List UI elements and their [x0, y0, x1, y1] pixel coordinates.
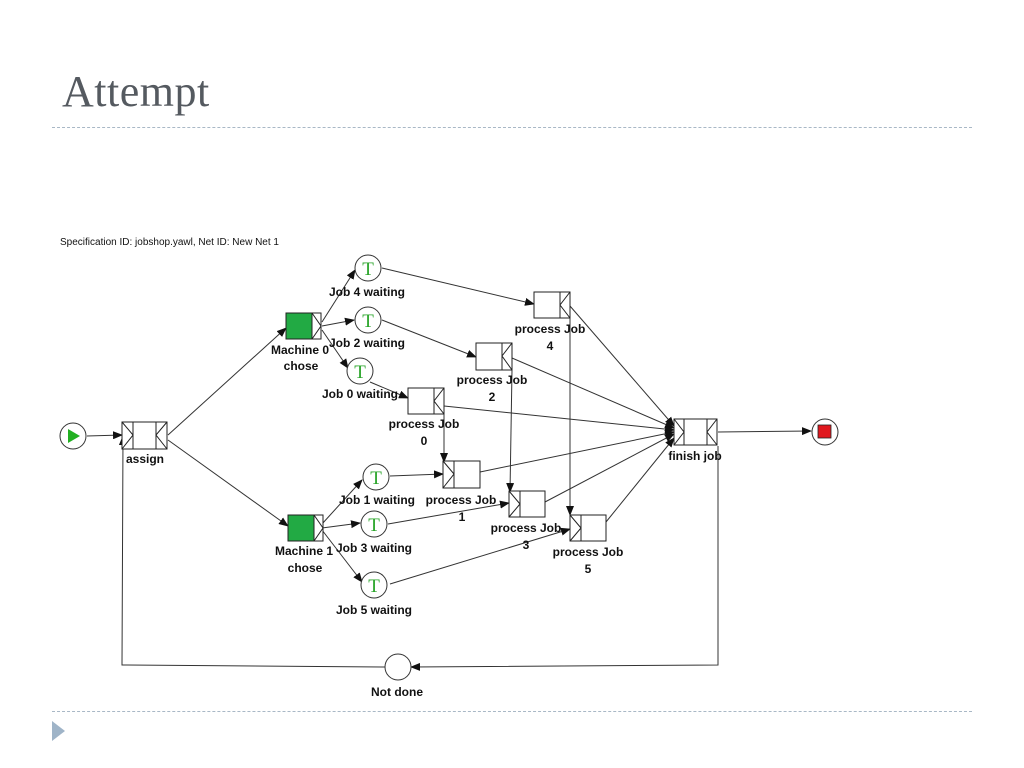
condition-label: Job 4 waiting	[329, 285, 405, 299]
task-label-line1: process Job	[491, 521, 562, 535]
arc-process5-finish	[605, 437, 675, 523]
timer-icon: T	[368, 515, 380, 536]
arcs	[86, 267, 812, 671]
task-label-line2: 5	[585, 562, 592, 576]
task-label: assign	[126, 452, 164, 466]
arc-machine1-job3	[321, 520, 361, 529]
task-process-job-5[interactable]: process Job 5	[553, 514, 624, 576]
arc-job5-process5	[389, 527, 571, 585]
arc-notdone-assign	[118, 435, 386, 668]
arc-machine1-job1	[321, 479, 363, 525]
condition-job2-waiting[interactable]: T Job 2 waiting	[329, 306, 405, 350]
play-icon	[68, 429, 80, 443]
timer-icon: T	[362, 311, 374, 332]
task-label: finish job	[668, 449, 721, 463]
task-label-line2: 3	[523, 538, 530, 552]
timer-icon: T	[362, 259, 374, 280]
task-process-job-2[interactable]: process Job 2	[457, 342, 528, 404]
task-process-job-1[interactable]: process Job 1	[426, 460, 497, 524]
task-process-job-0[interactable]: process Job 0	[389, 387, 460, 448]
task-process-job-4[interactable]: process Job 4	[515, 291, 586, 353]
arc-finish-end	[717, 427, 812, 436]
task-label-line1: process Job	[389, 417, 460, 431]
task-finish-job[interactable]: finish job	[668, 418, 722, 463]
task-label-line1: process Job	[515, 322, 586, 336]
arc-machine0-job0	[321, 329, 349, 369]
task-label-line2: 2	[489, 390, 496, 404]
condition-label: Job 3 waiting	[336, 541, 412, 555]
task-label-line1: process Job	[553, 545, 624, 559]
task-label-line1: process Job	[426, 493, 497, 507]
task-label-line2: chose	[284, 359, 319, 373]
task-label-line2: 0	[421, 434, 428, 448]
task-label-line1: process Job	[457, 373, 528, 387]
arc-process4-finish	[569, 305, 675, 427]
arc-finish-notdone	[410, 446, 719, 671]
title-divider	[52, 127, 972, 128]
spec-caption: Specification ID: jobshop.yawl, Net ID: …	[60, 237, 279, 248]
condition-label: Job 0 waiting	[322, 387, 398, 401]
timer-icon: T	[368, 576, 380, 597]
task-machine1-chose[interactable]: Machine 1 chose	[275, 514, 333, 575]
condition-label: Job 5 waiting	[336, 603, 412, 617]
timer-icon: T	[370, 468, 382, 489]
condition-job5-waiting[interactable]: T Job 5 waiting	[336, 571, 412, 617]
arc-machine1-job5	[321, 529, 363, 583]
arc-machine0-job2	[321, 317, 355, 327]
arc-process1-finish	[479, 429, 675, 473]
arc-job4-process4	[381, 267, 535, 306]
arc-job2-process2	[381, 319, 477, 358]
arc-process2-process3	[506, 369, 515, 493]
task-label-line1: Machine 1	[275, 544, 333, 558]
condition-label: Job 2 waiting	[329, 336, 405, 350]
arc-start-assign	[86, 431, 123, 440]
end-condition[interactable]	[811, 418, 839, 446]
condition-job1-waiting[interactable]: T Job 1 waiting	[339, 463, 415, 507]
task-label-line1: Machine 0	[271, 343, 329, 357]
arc-job1-process1	[389, 470, 444, 479]
arc-assign-machine0	[167, 327, 287, 436]
arc-process0-finish	[443, 405, 675, 434]
task-label-line2: 1	[459, 510, 466, 524]
condition-job3-waiting[interactable]: T Job 3 waiting	[336, 510, 412, 555]
slide-title: Attempt	[62, 67, 210, 116]
arc-job3-process3	[387, 500, 510, 525]
arc-process3-finish	[544, 433, 675, 503]
slide-bullet-icon	[52, 721, 65, 741]
condition-job0-waiting[interactable]: T Job 0 waiting	[322, 357, 398, 401]
arc-machine0-job4	[321, 269, 356, 323]
stop-icon	[817, 424, 832, 439]
arc-job0-process0	[369, 381, 409, 399]
condition-job4-waiting[interactable]: T Job 4 waiting	[329, 254, 405, 299]
arc-process2-finish	[511, 357, 675, 429]
task-label-line2: 4	[547, 339, 554, 353]
condition-not-done[interactable]: Not done	[371, 653, 423, 699]
task-label-line2: chose	[288, 561, 323, 575]
task-process-job-3[interactable]: process Job 3	[491, 490, 562, 552]
task-machine0-chose[interactable]: Machine 0 chose	[271, 312, 329, 373]
start-condition[interactable]	[59, 422, 87, 450]
condition-label: Not done	[371, 685, 423, 699]
condition-label: Job 1 waiting	[339, 493, 415, 507]
timer-icon: T	[354, 362, 366, 383]
task-assign[interactable]: assign	[121, 421, 168, 466]
footer-divider	[52, 711, 972, 712]
arc-assign-machine1	[167, 439, 289, 527]
